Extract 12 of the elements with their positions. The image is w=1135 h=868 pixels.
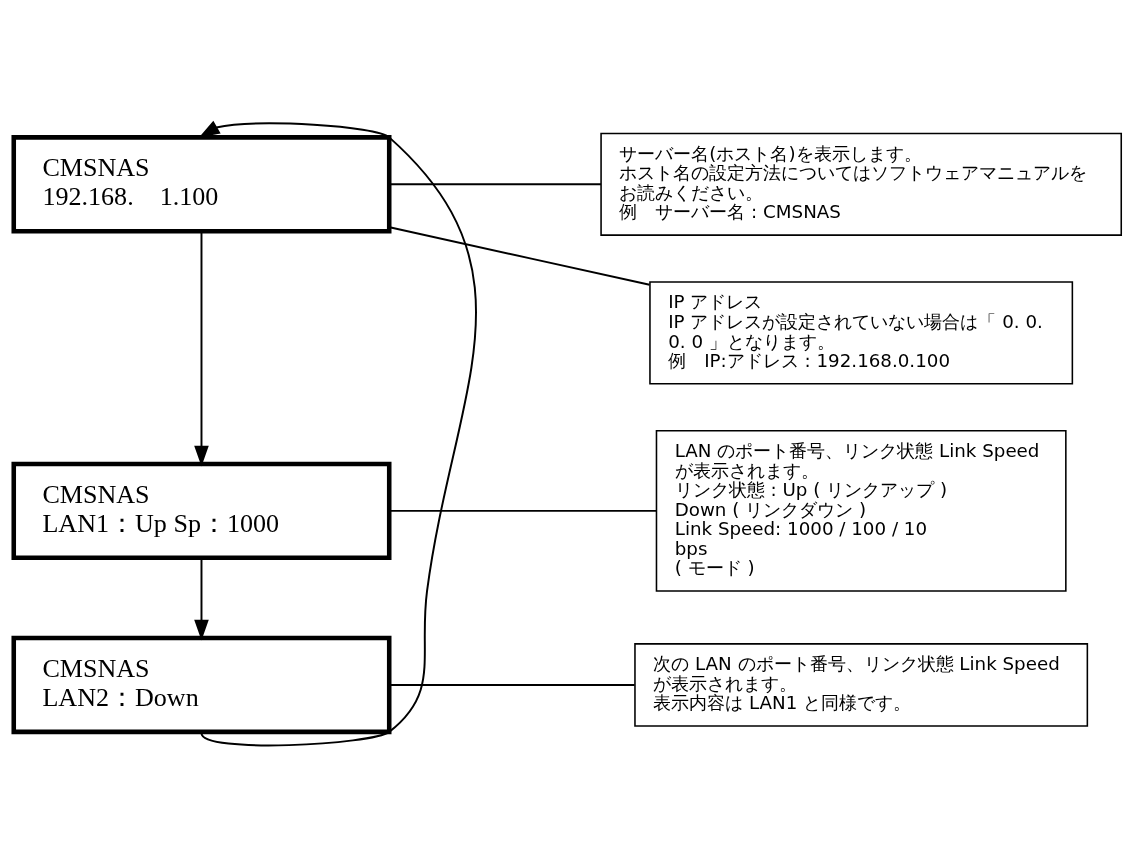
- node-box: CMSNAS LAN1：Up Sp：1000: [11, 461, 392, 560]
- node-box: CMSNAS 192.168. 1.100: [11, 134, 392, 233]
- connector: [388, 683, 636, 686]
- connector: [388, 182, 602, 185]
- connector: [388, 225, 651, 286]
- arrow: [198, 120, 477, 746]
- node-box: 次の LAN のポート番号、リンク状態 Link Speed が表示されます。 表示内容は LAN1 と同様です。: [634, 642, 1089, 727]
- connector: [388, 509, 658, 512]
- node-box: CMSNAS LAN2：Down: [11, 635, 392, 734]
- node-box: IP アドレス IP アドレスが設定されていない場合は「 0. 0. 0. 0 」となります。 例 IP:アドレス : 192.168.0.100: [649, 280, 1074, 385]
- node-box: サーバー名(ホスト名)を表示します。 ホスト名の設定方法についてはソフトウェアマニュアルをお読みください。 例 サーバー名 : CMSNAS: [600, 132, 1123, 236]
- node-box: LAN のポート番号、リンク状態 Link Speed が表示されます。 リンク状態 : Up ( リンクアップ ) Down ( リンクダウン ) Link Speed: 1000 / 100 / 10 bps ( モード ): [655, 429, 1067, 592]
